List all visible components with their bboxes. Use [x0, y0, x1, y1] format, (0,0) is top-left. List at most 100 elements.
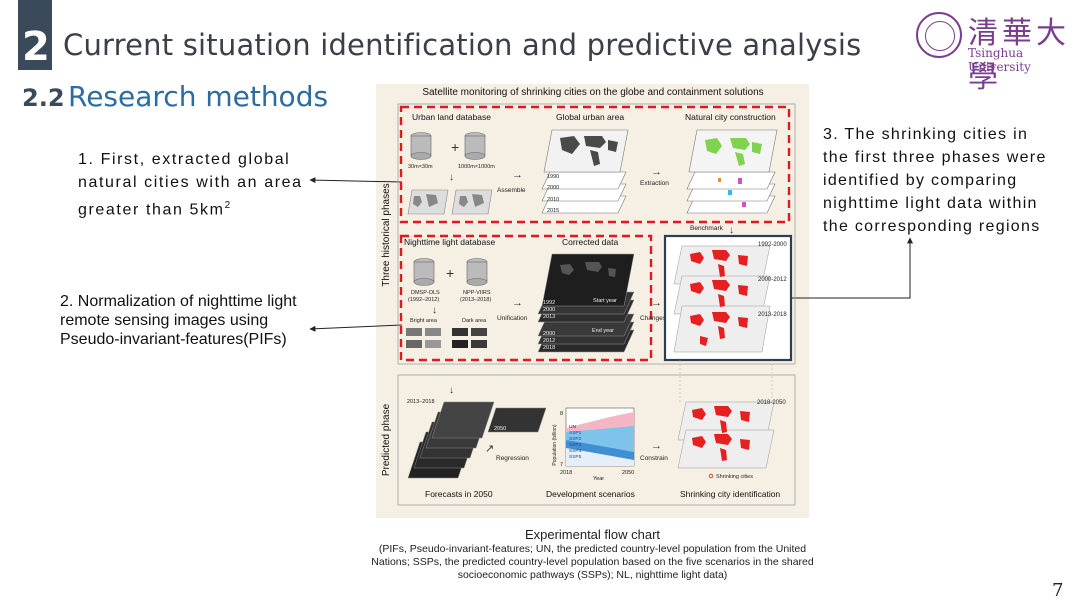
- database-icon-npp: [466, 258, 488, 286]
- note-step-1-superscript: 2: [224, 200, 232, 211]
- pred-year-2050: 2050: [494, 426, 506, 432]
- note-step-1: 1. First, extracted global natural citie…: [78, 148, 308, 221]
- database-icon-30m: [410, 132, 432, 160]
- npp-label: NPP-VIIRS: [463, 290, 491, 296]
- arrow-down-icon: ↓: [729, 225, 734, 236]
- university-logo-text: 清華大學: [968, 16, 1070, 95]
- period-1992-2000: 1992-2000: [758, 242, 787, 248]
- figure-caption: Experimental flow chart: [524, 527, 661, 542]
- university-logo-subtext: Tsinghua University: [968, 46, 1031, 74]
- unification-label: Unification: [497, 315, 528, 322]
- arrow-up-right-icon: ↗: [485, 443, 494, 455]
- urban-year-2000: 2000: [547, 185, 559, 191]
- changes-label: Changes: [640, 315, 667, 322]
- plus-icon: +: [446, 265, 454, 281]
- scenario-un: UN: [569, 424, 576, 430]
- urban-land-db-label: Urban land database: [412, 112, 491, 122]
- end-year-2018: 2018: [543, 345, 555, 351]
- resolution-30m-label: 30m×30m: [408, 164, 433, 170]
- page-number: 7: [1052, 580, 1064, 601]
- year-axis-end: 2050: [622, 470, 634, 476]
- shrinking-legend-label: Shrinking cities: [716, 474, 753, 480]
- shrinking-identification-label: Shrinking city identification: [680, 489, 780, 499]
- arrow-down-icon: ↓: [449, 172, 454, 183]
- urban-year-2015: 2015: [547, 208, 559, 214]
- note-1-pointer: [309, 177, 403, 184]
- period-2000-2012: 2000-2012: [758, 277, 787, 283]
- arrow-right-icon: →: [651, 166, 662, 178]
- database-icon-1000m: [464, 132, 486, 160]
- historical-phase-frame: [397, 103, 796, 365]
- scenario-ssp2: SSP2: [569, 436, 582, 442]
- arrow-right-icon: →: [651, 440, 662, 452]
- section-number: 2: [22, 24, 50, 70]
- start-year-label: Start year: [593, 298, 617, 304]
- arrow-right-icon: →: [512, 297, 523, 309]
- note-2-pointer: [309, 324, 403, 332]
- end-year-label: End year: [592, 328, 614, 334]
- natural-city-layers: [686, 129, 778, 214]
- start-year-2000: 2000: [543, 307, 555, 313]
- population-axis-min: 7: [560, 462, 563, 468]
- forecast-layers: [407, 401, 547, 479]
- section-number-block: 2: [18, 0, 52, 70]
- urban-land-map-tiles: [407, 189, 493, 215]
- nighttime-light-box: [399, 234, 653, 362]
- end-year-2000: 2000: [543, 331, 555, 337]
- arrow-right-icon: →: [651, 297, 662, 309]
- scenario-ssp1: SSP1: [569, 430, 582, 436]
- global-urban-area-layers: [541, 129, 629, 214]
- end-year-2012: 2012: [543, 338, 555, 344]
- subsection-number: 2.2: [22, 84, 65, 112]
- ntl-db-label: Nighttime light database: [404, 237, 495, 247]
- dark-area-label: Dark area: [462, 318, 487, 324]
- corrected-data-label: Corrected data: [562, 237, 618, 247]
- scenario-ssp4: SSP4: [569, 448, 582, 454]
- population-scenario-chart: [565, 407, 635, 467]
- predicted-phase-label: Predicted phase: [381, 403, 392, 476]
- bright-area-label: Bright area: [410, 318, 438, 324]
- population-axis-label: Population (billion): [552, 424, 558, 465]
- scenario-ssp3: SSP3: [569, 442, 582, 448]
- shrinking-legend-marker: [708, 473, 714, 479]
- note-step-1-text: 1. First, extracted global natural citie…: [78, 151, 303, 219]
- npp-years-label: (2013–2018): [460, 297, 491, 303]
- note-step-3-text: 3. The shrinking cities in the first thr…: [823, 126, 1047, 235]
- page-title: Current situation identification and pre…: [63, 28, 862, 62]
- natural-city-label: Natural city construction: [685, 112, 776, 122]
- year-axis-start: 2018: [560, 470, 572, 476]
- regression-label: Regression: [496, 455, 529, 462]
- year-axis-label: Year: [593, 476, 604, 482]
- predicted-period: 2018-2050: [757, 400, 786, 406]
- predicted-result-maps: [677, 360, 775, 469]
- plus-icon: +: [451, 139, 459, 155]
- start-year-1992: 1992: [543, 300, 555, 306]
- constrain-label: Constrain: [640, 455, 668, 462]
- arrow-right-icon: →: [512, 169, 523, 181]
- start-year-2013: 2013: [543, 314, 555, 320]
- subsection-title: Research methods: [68, 80, 329, 113]
- historical-phase-label: Three historical phases: [381, 183, 392, 286]
- assemble-label: Assemble: [497, 187, 526, 194]
- urban-year-1990: 1990: [547, 174, 559, 180]
- global-urban-area-label: Global urban area: [556, 112, 624, 122]
- predicted-phase-frame: [397, 374, 796, 506]
- arrow-down-icon: ↓: [432, 305, 437, 316]
- urban-year-2010: 2010: [547, 197, 559, 203]
- pred-input-period: 2013–2018: [407, 399, 435, 405]
- dmsp-years-label: (1992–2012): [408, 297, 439, 303]
- arrow-down-icon: ↓: [449, 385, 454, 396]
- figure-caption-note: (PIFs, Pseudo-invariant-features; UN, th…: [371, 543, 814, 581]
- period-2013-2018: 2013-2018: [758, 312, 787, 318]
- note-3-pointer: [790, 237, 913, 299]
- university-seal-logo: [916, 12, 962, 58]
- forecasts-label: Forecasts in 2050: [425, 489, 493, 499]
- resolution-1000m-label: 1000m×1000m: [458, 164, 495, 170]
- extraction-label: Extraction: [640, 180, 669, 187]
- dev-scenarios-label: Development scenarios: [546, 489, 635, 499]
- population-axis-max: 8: [560, 411, 563, 417]
- urban-extraction-box: [399, 105, 791, 224]
- note-step-2: 2. Normalization of nighttime light remo…: [60, 292, 310, 349]
- note-step-2-text: 2. Normalization of nighttime light remo…: [60, 293, 297, 348]
